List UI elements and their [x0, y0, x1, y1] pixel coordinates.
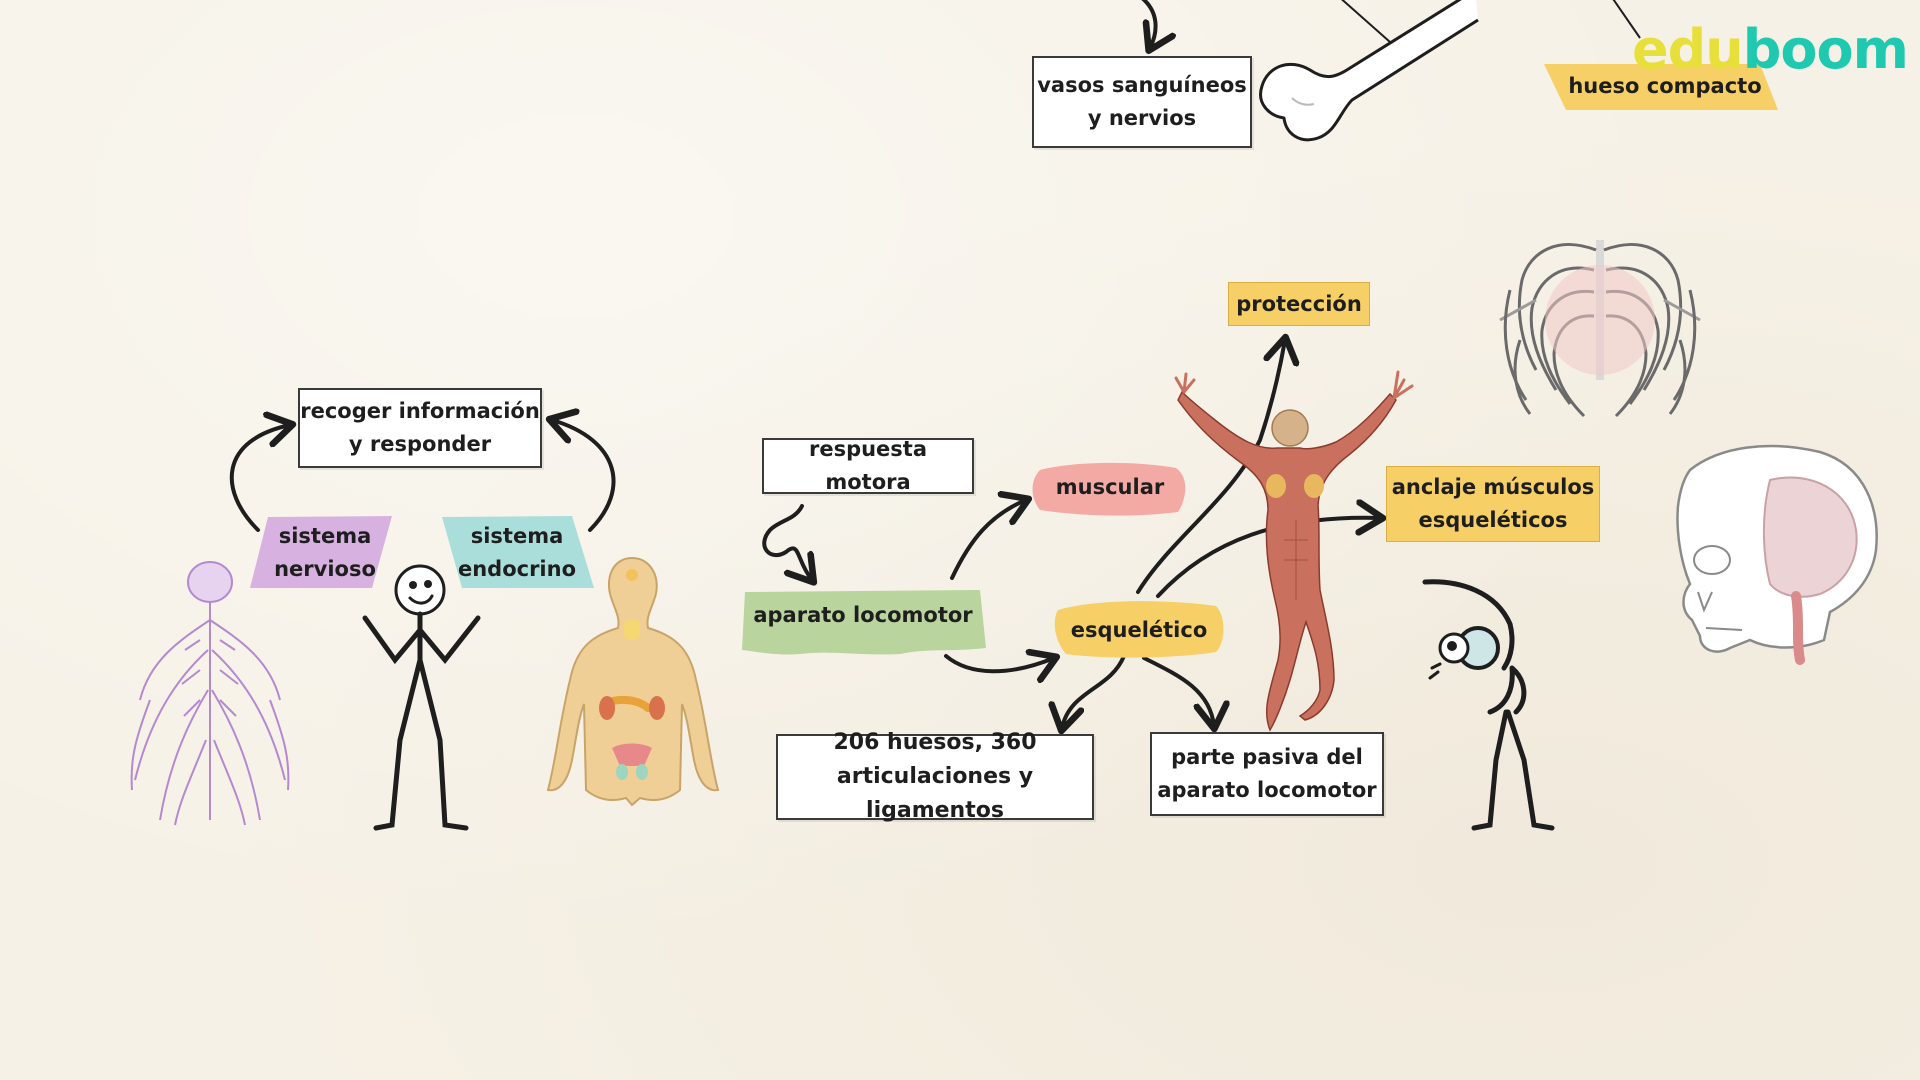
label-esqueletico: esquelético [1058, 608, 1220, 652]
label-aparato-locomotor: aparato locomotor [746, 594, 980, 636]
arrow-aparato-to-muscular [952, 500, 1026, 578]
arrow-to-vasos [1138, 0, 1156, 48]
label-respuesta-motora: respuesta motora [762, 438, 974, 494]
bone-pointer-line-left [1320, 0, 1390, 42]
skull-icon [1678, 446, 1877, 660]
arrow-endocrino-to-recoger [552, 420, 614, 530]
arrow-esqueletico-to-huesos [1062, 656, 1124, 728]
stick-figure-shrugging-icon [365, 566, 478, 828]
arrow-aparato-to-esqueletico [946, 656, 1054, 671]
nervous-system-icon [132, 562, 289, 825]
label-proteccion: protección [1228, 282, 1370, 326]
arrow-nervioso-to-recoger [232, 425, 290, 530]
arrow-respuesta-to-aparato [764, 506, 812, 580]
endocrine-body-icon [548, 558, 718, 805]
arrow-esqueletico-to-parte-pasiva [1144, 658, 1214, 726]
label-muscular: muscular [1040, 466, 1180, 508]
stick-figure-magnifier-icon [1425, 582, 1552, 828]
ribcage-icon [1500, 240, 1700, 416]
eduboom-logo: eduboom [1632, 18, 1908, 81]
bone-icon [1261, 0, 1478, 140]
